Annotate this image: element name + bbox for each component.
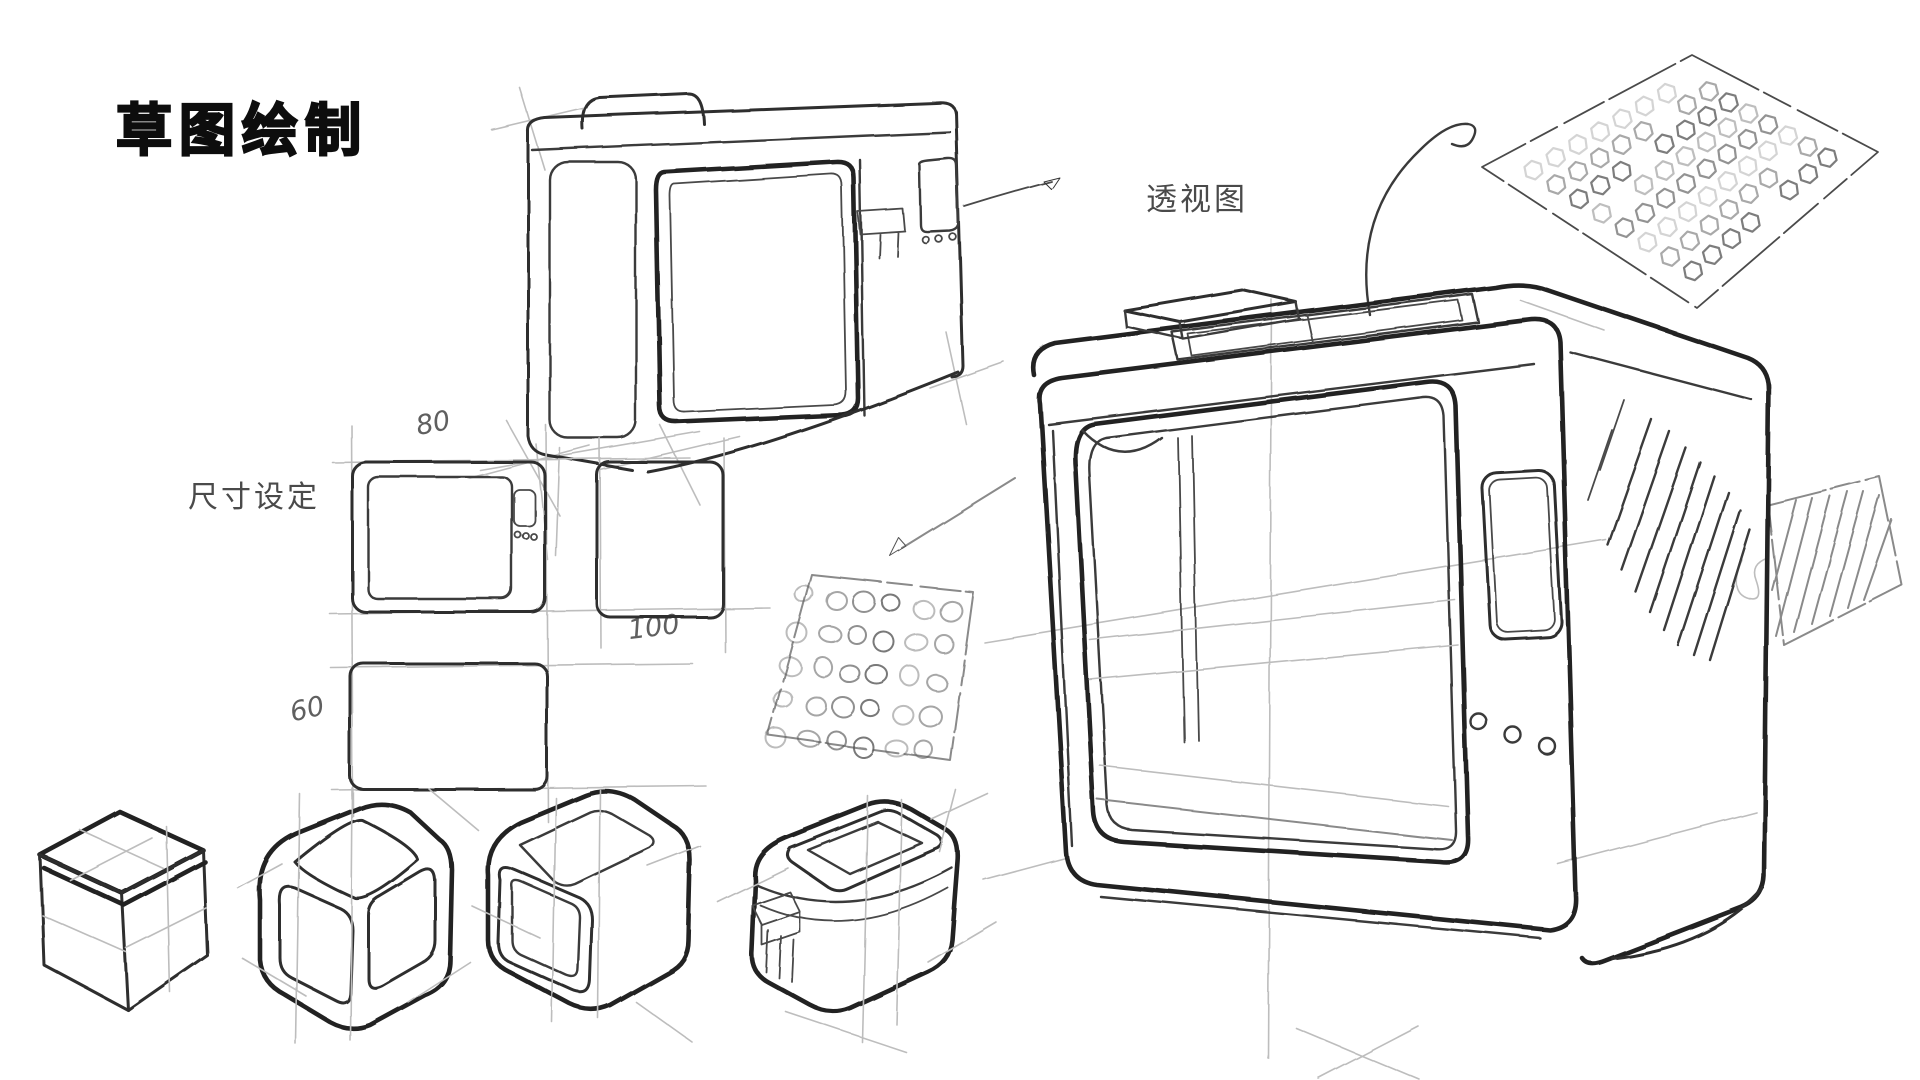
hexagon-pattern-cells [1523,81,1838,282]
page-title: 草图绘制 [115,98,368,166]
orthographic-views [329,424,771,823]
hexagon-pattern-sheet [1365,54,1879,317]
cube-thumbnail-4 [717,789,997,1053]
circle-pattern-sheet [765,477,1016,761]
curved-arrow [1365,122,1477,317]
top-tray [1122,288,1302,341]
cube-thumbnail-3 [471,788,701,1043]
hatch-pattern-sheet [1735,476,1903,646]
top-lid-recess [1170,292,1480,362]
orthographic-bottom-view [348,661,549,791]
perspective-view-label: 透视图 [1146,182,1248,218]
large-perspective-sketch [983,282,1772,1080]
side-vent-hatching [1587,399,1752,662]
small-perspective-sketch [469,87,1061,561]
cube-thumbnail-2 [237,787,479,1045]
circle-pattern-cells [765,584,963,759]
annotation-arrow-perspective [964,177,1061,208]
orthographic-front-view [350,460,547,614]
size-setting-label: 尺寸设定 [188,480,320,515]
cube-thumbnail-1 [37,809,209,1012]
annotation-arrow-pattern [889,477,1016,557]
orthographic-side-view [595,460,725,619]
